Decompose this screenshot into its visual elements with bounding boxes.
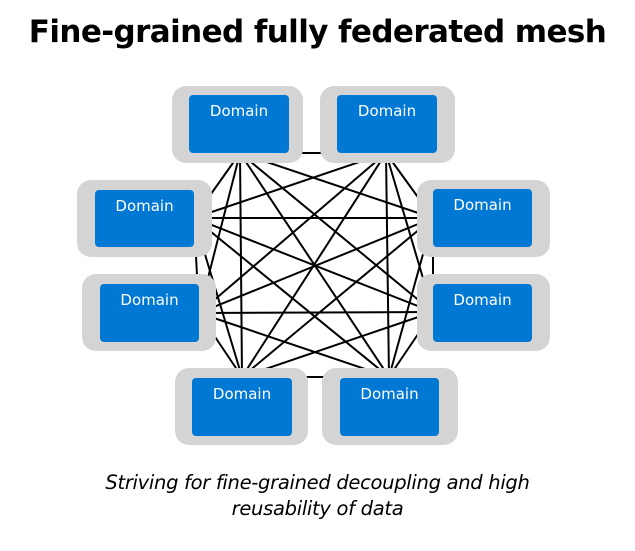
connector-mid-left-upper-to-bottom-right (193, 217, 390, 378)
domain-node-mid-right-lower: Domain (417, 274, 550, 351)
connector-top-right-to-bottom-right (385, 152, 390, 378)
domain-node-top-right: Domain (320, 86, 455, 163)
domain-node-mid-left-upper: Domain (77, 180, 212, 257)
connector-top-left-to-mid-right-upper (239, 152, 434, 219)
domain-box[interactable]: Domain (433, 189, 532, 247)
connector-top-right-to-mid-left-upper (193, 152, 387, 219)
domain-label: Domain (120, 291, 179, 309)
connector-mid-left-lower-to-bottom-right (198, 312, 390, 378)
domain-label: Domain (212, 385, 272, 403)
connector-mid-left-lower-to-mid-right-lower (198, 311, 434, 314)
domain-box[interactable]: Domain (189, 95, 289, 153)
domain-box[interactable]: Domain (433, 284, 532, 342)
diagram-caption: Striving for fine-grained decoupling and… (0, 470, 635, 522)
domain-label: Domain (357, 102, 417, 120)
caption-line-2: reusability of data (231, 497, 404, 520)
domain-node-mid-right-upper: Domain (417, 180, 550, 257)
domain-label: Domain (360, 385, 419, 403)
domain-box[interactable]: Domain (340, 378, 439, 436)
domain-node-bottom-right: Domain (322, 368, 458, 445)
domain-label: Domain (209, 102, 269, 120)
connector-top-left-to-mid-right-lower (239, 152, 434, 313)
domain-label: Domain (453, 291, 512, 309)
domain-node-mid-left-lower: Domain (82, 274, 216, 351)
domain-label: Domain (453, 196, 512, 214)
connector-mid-left-upper-to-mid-right-lower (193, 217, 434, 313)
domain-box[interactable]: Domain (192, 378, 292, 436)
connector-mid-right-upper-to-mid-left-lower (198, 217, 434, 314)
domain-label: Domain (115, 197, 174, 215)
caption-line-1: Striving for fine-grained decoupling and… (105, 471, 530, 494)
domain-box[interactable]: Domain (337, 95, 437, 153)
connector-mid-right-lower-to-bottom-left (241, 311, 434, 378)
connector-top-right-to-mid-left-lower (198, 152, 387, 314)
domain-box[interactable]: Domain (100, 284, 199, 342)
connector-top-left-to-bottom-left (239, 152, 243, 378)
diagram-title: Fine-grained fully federated mesh (28, 14, 607, 50)
domain-node-bottom-left: Domain (175, 368, 308, 445)
connector-mid-right-upper-to-bottom-left (241, 217, 434, 378)
domain-box[interactable]: Domain (95, 190, 194, 247)
domain-node-top-left: Domain (172, 86, 303, 163)
